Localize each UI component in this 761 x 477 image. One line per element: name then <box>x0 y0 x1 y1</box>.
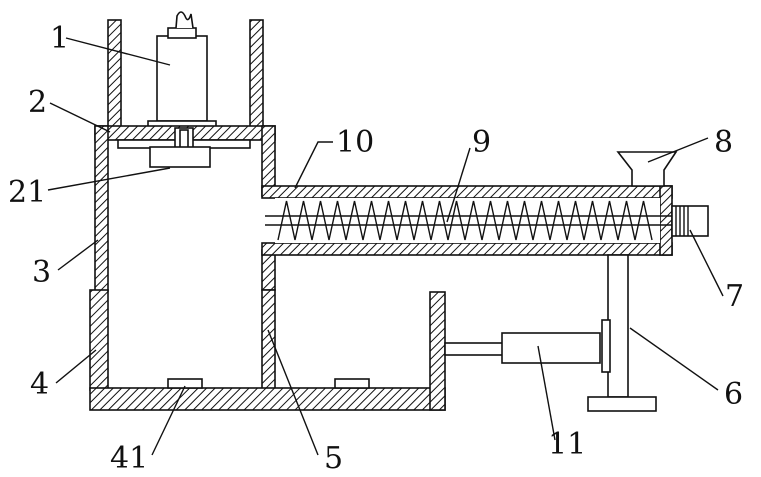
barrel-end-wall <box>660 186 672 255</box>
lower-wall-right <box>262 290 275 390</box>
label-4: 4 <box>30 367 49 402</box>
bottom-end-wall <box>430 292 445 410</box>
label-11: 11 <box>548 427 586 462</box>
feed-hopper <box>618 152 676 186</box>
top-guide-left <box>108 20 121 130</box>
foot-pad-2 <box>335 379 369 388</box>
leader-6 <box>630 328 718 390</box>
leader-2 <box>50 103 110 132</box>
label-5: 5 <box>324 441 343 476</box>
barrel-top-wall <box>262 186 672 198</box>
label-2: 2 <box>28 85 47 120</box>
tank-wall-right-mid <box>262 250 275 290</box>
motor <box>148 12 216 127</box>
lower-wall-left <box>90 290 108 390</box>
label-9: 9 <box>472 125 491 160</box>
label-6: 6 <box>724 377 743 412</box>
label-1: 1 <box>50 21 69 56</box>
label-21: 21 <box>8 175 46 210</box>
label-41: 41 <box>110 441 148 476</box>
bottom-plate <box>90 388 445 410</box>
leader-10 <box>295 142 333 188</box>
leader-3 <box>58 240 98 270</box>
leader-21 <box>48 168 170 190</box>
tank-wall-left <box>95 126 108 291</box>
label-7: 7 <box>725 279 744 314</box>
leader-8 <box>648 138 708 162</box>
barrel-bottom-wall <box>262 243 672 255</box>
label-10: 10 <box>336 125 374 160</box>
leader-7 <box>690 230 723 296</box>
label-3: 3 <box>32 255 51 290</box>
hydraulic-cylinder <box>445 333 600 363</box>
top-guide-right <box>250 20 263 130</box>
label-8: 8 <box>714 125 733 160</box>
